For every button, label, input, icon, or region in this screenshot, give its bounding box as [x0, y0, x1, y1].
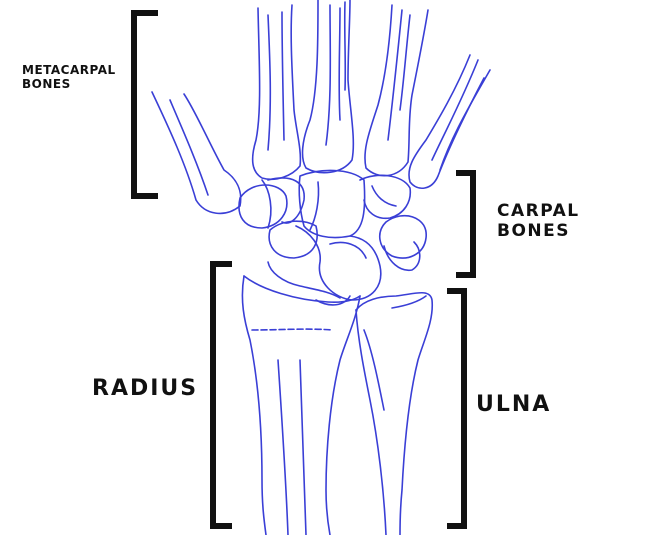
ulna-label: ULNA: [476, 392, 552, 417]
metacarpal-bones-drawing: [151, 0, 491, 215]
metacarpal-bracket: [131, 10, 158, 199]
radius-bracket: [210, 261, 232, 529]
ulna-drawing: [355, 291, 434, 535]
metacarpal-bones-label: METACARPAL BONES: [22, 63, 116, 91]
carpal-bones-label: CARPAL BONES: [497, 201, 580, 241]
carpal-bones-drawing: [238, 169, 427, 301]
carpal-bracket: [456, 170, 476, 278]
radius-label: RADIUS: [92, 376, 199, 401]
ulna-bracket: [447, 288, 467, 529]
radius-drawing: [241, 275, 361, 535]
